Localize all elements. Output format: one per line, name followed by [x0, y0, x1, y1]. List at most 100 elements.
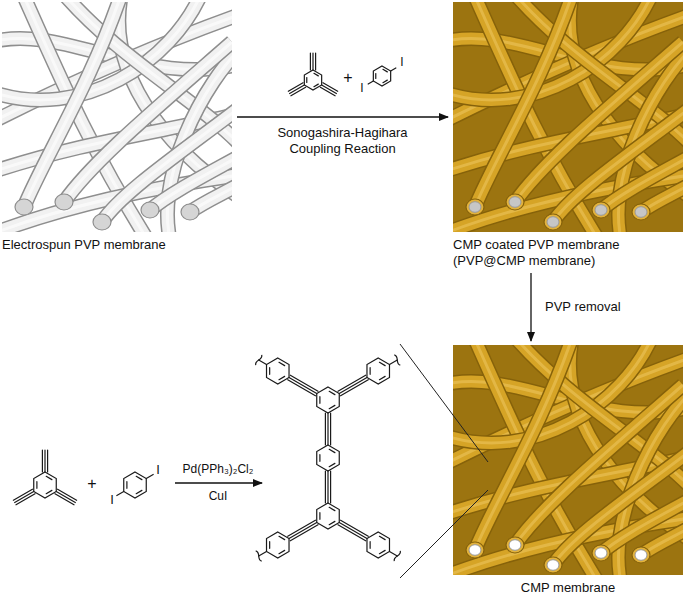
bond: [259, 552, 267, 557]
bond: [379, 536, 385, 539]
bond: [136, 476, 142, 479]
bond: [279, 550, 285, 553]
fiber-core: [469, 202, 481, 213]
fiber-end: [466, 199, 484, 215]
fiber-end: [592, 202, 610, 218]
bond: [117, 492, 124, 496]
bond: [55, 494, 74, 505]
node-caption: Electrospun PVP membrane: [2, 237, 232, 253]
bond: [339, 378, 367, 394]
bond: [319, 455, 320, 462]
fiber-outline: [24, 2, 122, 207]
bond: [319, 513, 320, 520]
fiber-highlight: [102, 102, 232, 222]
fiber-end: [506, 194, 524, 210]
fiber-core: [469, 545, 481, 556]
bond: [320, 87, 335, 96]
polymer-continuation: [394, 551, 400, 561]
fiber-end: [544, 557, 562, 573]
atom-label: +: [87, 475, 96, 493]
fiber-end: [181, 204, 199, 220]
bond: [44, 450, 45, 472]
bond: [325, 413, 326, 445]
edge-label: PVP removal: [545, 299, 621, 315]
fiber-outline: [553, 102, 683, 222]
node-caption: CMP membrane: [453, 580, 683, 595]
membrane-illustration: [453, 345, 683, 575]
fiber-core: [635, 207, 647, 218]
panel-spacer: [453, 2, 683, 237]
bond: [36, 482, 37, 489]
fiber-core: [547, 217, 559, 228]
fiber-core: [595, 205, 607, 216]
fiber-highlight: [475, 2, 573, 207]
fiber: [102, 102, 232, 222]
polymer-continuation: [394, 355, 400, 365]
bond: [383, 69, 387, 72]
bond: [310, 53, 311, 70]
bond: [327, 471, 328, 503]
fiber-core: [509, 197, 521, 208]
atom-label: +: [343, 69, 352, 87]
bond: [306, 77, 307, 82]
reaction-arrow: [175, 482, 262, 483]
bond: [279, 376, 285, 379]
benzene-ring: [317, 503, 340, 529]
bond: [383, 80, 387, 83]
bond: [327, 413, 328, 445]
polymer-continuation: [256, 355, 262, 365]
bond: [56, 492, 75, 503]
fiber: [553, 102, 683, 222]
bond: [42, 450, 43, 472]
benzene-ring: [267, 358, 290, 384]
fiber-outline: [475, 345, 573, 550]
membrane-illustration: [2, 2, 232, 232]
bond: [389, 360, 397, 365]
fiber: [24, 2, 122, 207]
bond: [312, 53, 313, 70]
bond: [126, 482, 127, 489]
fiber-end: [93, 214, 111, 230]
benzene-ring: [367, 532, 390, 558]
bond: [389, 552, 397, 557]
atom-label: I: [110, 493, 114, 507]
bond: [325, 471, 326, 503]
fiber: [475, 345, 573, 550]
fiber-core: [595, 548, 607, 559]
fiber-outline: [475, 2, 573, 207]
bond: [46, 476, 52, 479]
bond: [289, 523, 317, 539]
fiber-end: [544, 214, 562, 230]
bond: [269, 368, 270, 375]
fiber-highlight: [553, 445, 683, 565]
fiber-end: [141, 202, 159, 218]
bond: [279, 536, 285, 539]
fiber-end: [15, 199, 33, 215]
bond: [370, 368, 371, 375]
fiber-end: [466, 542, 484, 558]
zoom-line: [400, 490, 488, 578]
fiber-core: [547, 560, 559, 571]
bond: [329, 449, 335, 452]
fiber: [475, 2, 573, 207]
benzene-ring: [317, 445, 340, 471]
bond: [315, 53, 316, 70]
bond: [330, 471, 331, 503]
bond: [259, 360, 267, 365]
benzene-ring: [124, 472, 147, 498]
process-arrow: [237, 116, 448, 117]
bond: [269, 542, 270, 549]
panel-spacer: [2, 2, 232, 237]
process-arrow: [530, 273, 531, 341]
atom-label: I: [400, 56, 403, 69]
fiber-end: [592, 545, 610, 561]
bond: [379, 550, 385, 553]
bond: [279, 362, 285, 365]
polymer-continuation: [256, 551, 262, 561]
benzene-ring: [373, 66, 390, 86]
bond: [15, 492, 34, 503]
bond: [319, 397, 320, 404]
